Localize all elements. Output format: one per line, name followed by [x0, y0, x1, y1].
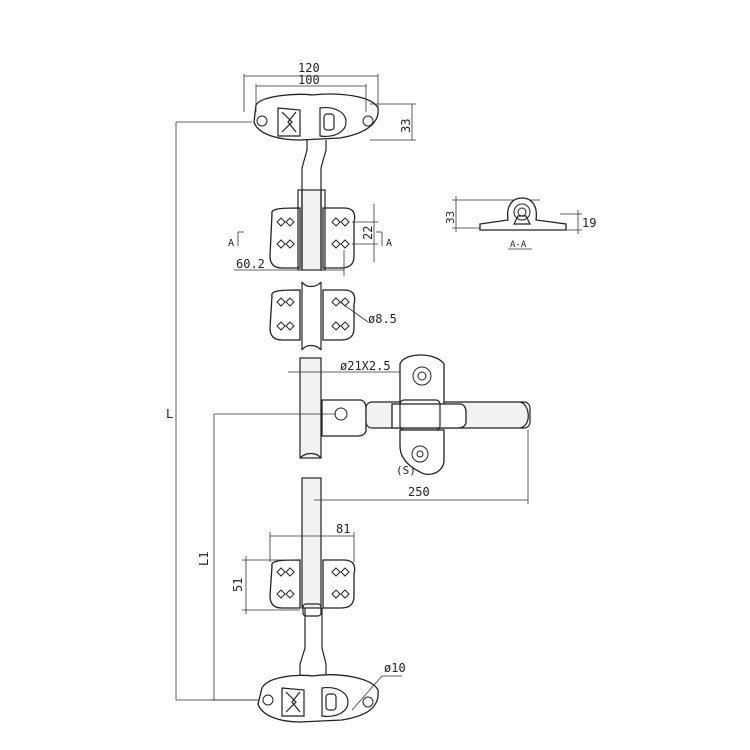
guide-dimensions: 22 60.2 A A: [228, 204, 392, 276]
handle-assembly: (S): [321, 354, 531, 477]
dim-120: 120: [298, 61, 320, 75]
dim-bottom-10: ø10: [384, 661, 406, 675]
bottom-right-bolt-hole: [362, 696, 374, 708]
dim-100: 100: [298, 73, 320, 87]
dim-hole-8-5: ø8.5: [368, 312, 397, 326]
rod-guide-upper-1: [269, 189, 356, 271]
dim-81: 81: [336, 522, 350, 536]
section-mark-right: A: [386, 238, 392, 249]
rod-guide-upper-2: ø8.5: [269, 289, 397, 341]
dim-19: 19: [582, 216, 596, 230]
dim-250: 250: [408, 485, 430, 499]
dim-L1: L1: [197, 552, 211, 566]
handle-marker: (S): [396, 464, 416, 477]
top-right-bolt-hole: [362, 115, 374, 127]
dim-33-section: 33: [444, 211, 457, 224]
dim-33-top: 33: [399, 119, 413, 133]
dim-60-2: 60.2: [236, 257, 265, 271]
bottom-cam-keeper: ø10: [257, 661, 406, 723]
rod-dia-callout: ø21X2.5: [288, 359, 406, 373]
dim-22: 22: [361, 226, 375, 240]
section-a-a: 33 19 A-A: [444, 196, 596, 250]
handle-length-dimension: 250: [314, 430, 529, 504]
top-width-dimensions: 120 100 33: [243, 61, 416, 141]
dim-51: 51: [231, 578, 245, 592]
dim-L: L: [166, 407, 173, 421]
rod-guide-lower: 81 51: [231, 522, 356, 617]
section-title: A-A: [510, 240, 527, 250]
dim-rod-21x2-5: ø21X2.5: [340, 359, 391, 373]
bolt-hole-icon: [276, 217, 286, 227]
top-cam-keeper: [253, 93, 379, 141]
lower-length-dimension: L1: [197, 413, 336, 701]
bottom-left-bolt-hole: [262, 694, 274, 706]
top-left-bolt-hole: [256, 115, 268, 127]
section-mark-left: A: [228, 238, 234, 249]
